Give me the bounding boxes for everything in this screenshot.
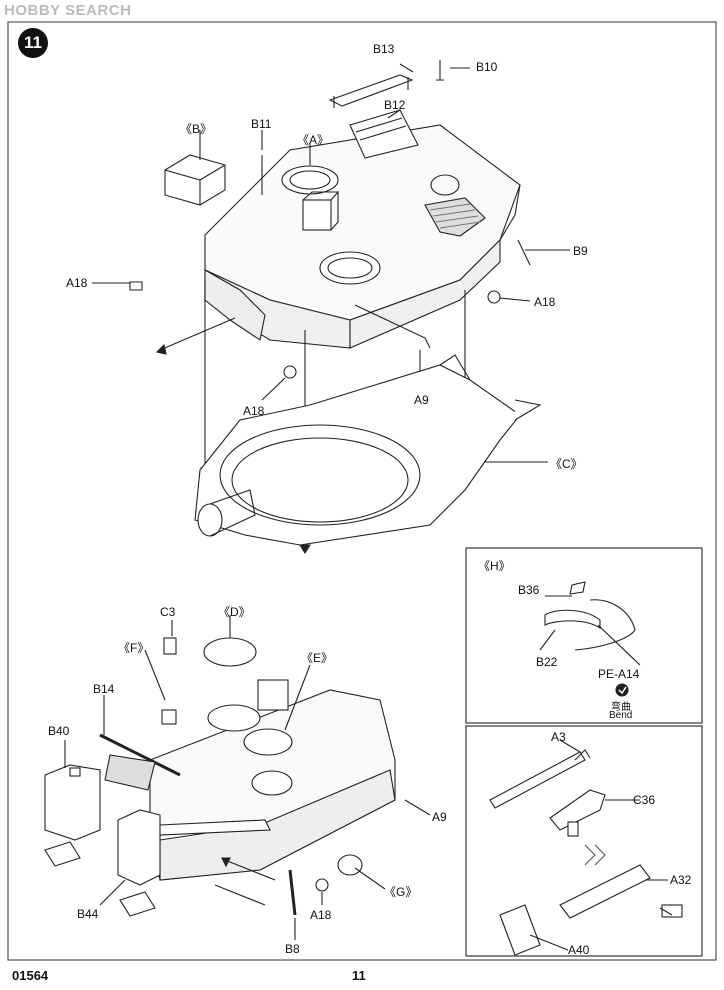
label-bend-en: Bend [609, 710, 633, 721]
label-a18-center: A18 [243, 404, 265, 418]
label-b44: B44 [77, 907, 99, 921]
label-part-c: 《C》 [550, 457, 583, 471]
label-a32: A32 [670, 873, 692, 887]
label-a18-left: A18 [66, 276, 88, 290]
label-a40: A40 [568, 943, 590, 957]
label-part-d: 《D》 [218, 605, 251, 619]
label-b8: B8 [285, 942, 300, 956]
step-number-badge: 11 [18, 28, 48, 58]
label-part-h: 《H》 [478, 559, 511, 573]
label-a18-right: A18 [534, 295, 556, 309]
label-a18-bottom: A18 [310, 908, 332, 922]
inset-h-drawing [465, 547, 703, 724]
label-c3: C3 [160, 605, 176, 619]
label-part-f: 《F》 [118, 641, 150, 655]
lower-turret-drawing [44, 615, 431, 940]
label-b13: B13 [373, 42, 395, 56]
watermark: HOBBY SEARCH [4, 2, 132, 19]
label-b9: B9 [573, 244, 588, 258]
label-part-g: 《G》 [384, 885, 418, 899]
page-frame [7, 21, 717, 961]
label-a9-top: A9 [414, 393, 429, 407]
label-part-b: 《B》 [180, 122, 213, 136]
label-b11: B11 [251, 117, 272, 131]
label-pe-a14: PE-A14 [598, 667, 640, 681]
footer-page-number: 11 [352, 968, 366, 983]
label-b14: B14 [93, 682, 115, 696]
label-b22: B22 [536, 655, 558, 669]
label-b40: B40 [48, 724, 70, 738]
inset-weapon-drawing [465, 725, 703, 957]
label-b12: B12 [384, 98, 406, 112]
label-c36: C36 [633, 793, 656, 807]
label-part-a: 《A》 [297, 133, 330, 147]
label-a9-bottom: A9 [432, 810, 447, 824]
label-a3: A3 [551, 730, 566, 744]
label-b36: B36 [518, 583, 540, 597]
turret-ring-plate [194, 354, 542, 546]
footer-product-code: 01564 [12, 968, 49, 983]
upper-turret-drawing [92, 60, 570, 555]
label-part-e: 《E》 [301, 651, 334, 665]
label-b10: B10 [476, 60, 498, 74]
label-bend-cn: 弯曲 [611, 702, 631, 713]
